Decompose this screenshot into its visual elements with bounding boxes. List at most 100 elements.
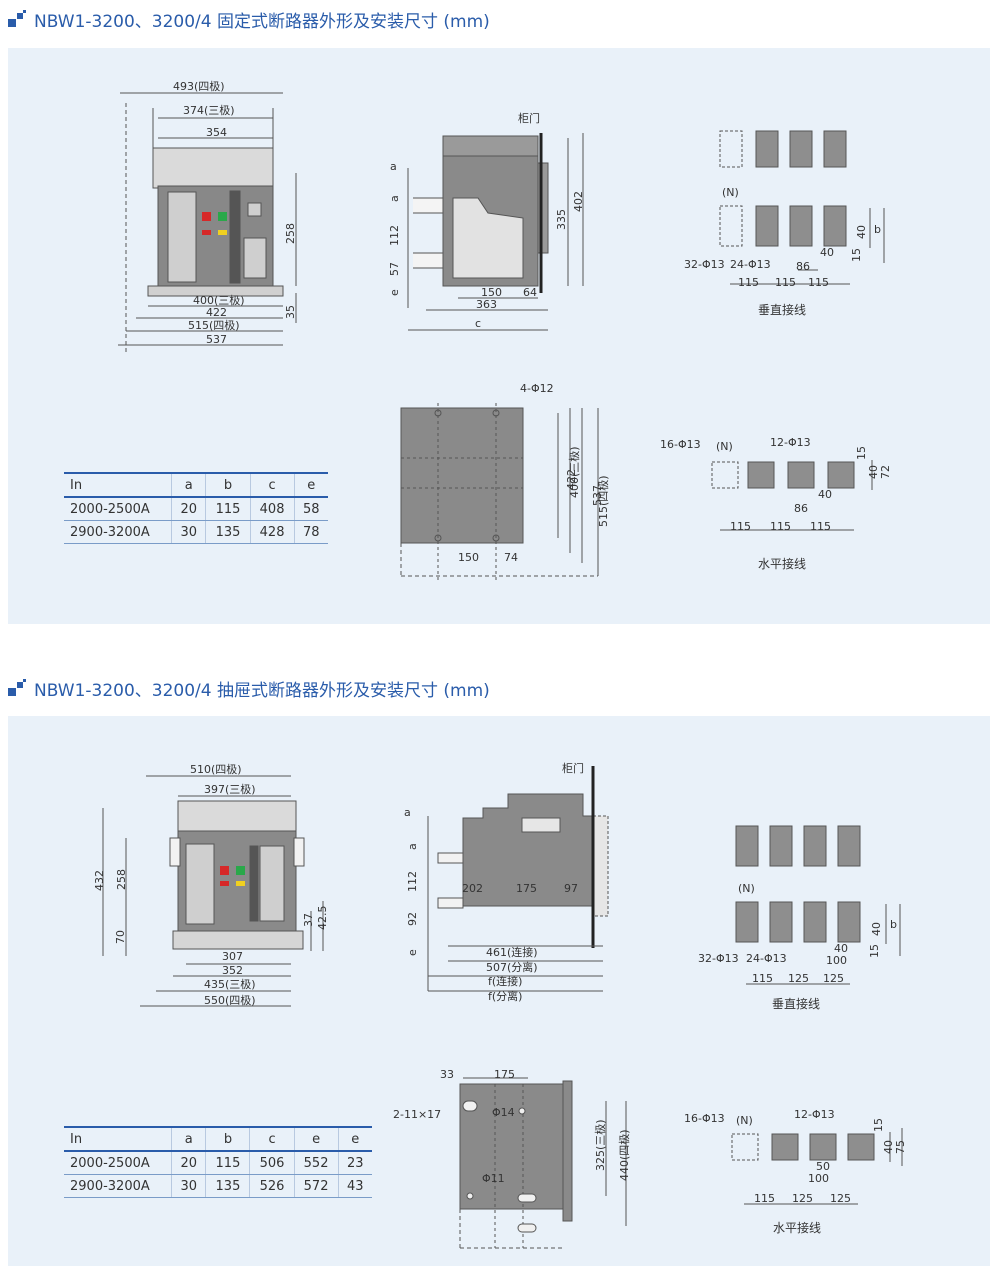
mount-515: 515(四极) xyxy=(596,475,610,527)
dim2-side-e: e xyxy=(406,949,419,956)
dim2-side-507: 507(分离) xyxy=(486,960,538,974)
dim-side-402: 402 xyxy=(572,191,585,212)
dim-front-400: 400(三极) xyxy=(193,293,245,307)
table-header: c xyxy=(249,1126,295,1152)
vw2-24-phi13: 24-Φ13 xyxy=(746,952,787,965)
dim2-front-435: 435(三极) xyxy=(204,977,256,991)
hw2-n-label: (N) xyxy=(736,1114,753,1127)
square-bullet-icon xyxy=(8,679,26,697)
dim2-front-258: 258 xyxy=(115,869,128,890)
mounting-view-drawout xyxy=(459,1077,627,1249)
mount-150: 150 xyxy=(458,551,479,564)
table-row: 2000-2500A 20 115 408 58 xyxy=(64,497,328,521)
vertical-wiring-fixed xyxy=(719,130,885,285)
table-header: b xyxy=(205,1126,250,1152)
dim-side-c: c xyxy=(475,317,481,330)
mount-422: 422 xyxy=(565,469,578,490)
table-cell: 2000-2500A xyxy=(64,1151,172,1175)
dim2-side-97: 97 xyxy=(564,882,578,895)
dim2-front-37: 37 xyxy=(302,913,315,927)
vw-115c: 115 xyxy=(808,276,829,289)
dim2-side-a1: a xyxy=(404,806,411,819)
dim2-front-352: 352 xyxy=(222,964,243,977)
hw-n-label: (N) xyxy=(716,440,733,453)
dim2-side-202: 202 xyxy=(462,882,483,895)
vw-24-phi13: 24-Φ13 xyxy=(730,258,771,271)
table-cell: 2900-3200A xyxy=(64,520,172,544)
vw-40a: 40 xyxy=(855,225,868,239)
dim2-side-175: 175 xyxy=(516,882,537,895)
section2-diagram: 510(四极) 397(三极) 432 258 70 37 42.5 307 3… xyxy=(93,761,907,1249)
dim-front-422: 422 xyxy=(206,306,227,319)
dim2-side-a2: a xyxy=(406,843,419,850)
dim-side-cabinet-door: 柜门 xyxy=(518,111,540,125)
vw2-40a: 40 xyxy=(870,922,883,936)
table-row: 2900-3200A 30 135 428 78 xyxy=(64,520,328,544)
table-cell: 30 xyxy=(170,1174,206,1198)
vw-b: b xyxy=(874,223,881,236)
hw-15: 15 xyxy=(855,446,868,460)
hw2-125a: 125 xyxy=(792,1192,813,1205)
hw2-125b: 125 xyxy=(830,1192,851,1205)
dim-side-e: e xyxy=(388,289,401,296)
vw-86: 86 xyxy=(796,260,810,273)
dim2-front-432: 432 xyxy=(93,870,106,891)
spec-table-fixed: In a b c e 2000-2500A 20 115 408 58 2900… xyxy=(64,472,328,544)
table-cell: 2900-3200A xyxy=(64,1174,172,1198)
mount2-440: 440(四极) xyxy=(617,1129,631,1181)
table-cell: 408 xyxy=(249,497,295,521)
hw2-50: 50 xyxy=(816,1160,830,1173)
vw-40b: 40 xyxy=(820,246,834,259)
hw-40a: 40 xyxy=(867,465,880,479)
table-header: c xyxy=(249,472,295,498)
table-cell: 428 xyxy=(249,520,295,544)
vw-115a: 115 xyxy=(738,276,759,289)
table-header: e xyxy=(337,1126,372,1152)
dim2-side-f-separate: f(分离) xyxy=(488,989,522,1003)
mount2-325: 325(三极) xyxy=(593,1119,607,1171)
hw-115b: 115 xyxy=(770,520,791,533)
dim2-front-510: 510(四极) xyxy=(190,762,242,776)
mount2-175: 175 xyxy=(494,1068,515,1081)
hw-86: 86 xyxy=(794,502,808,515)
section1-panel: 493(四极) 374(三极) 354 258 400(三极) 422 515(… xyxy=(8,48,990,624)
dim-side-150: 150 xyxy=(481,286,502,299)
table-header: In xyxy=(64,1126,172,1152)
dim2-front-550: 550(四极) xyxy=(204,993,256,1007)
dim-side-a2: a xyxy=(388,195,401,202)
vw-caption: 垂直接线 xyxy=(758,302,806,317)
dim-side-57: 57 xyxy=(388,262,401,276)
dim-front-354: 354 xyxy=(206,126,227,139)
table-cell: 135 xyxy=(205,1174,250,1198)
table-header: e xyxy=(293,472,328,498)
section2-title: NBW1-3200、3200/4 抽屉式断路器外形及安装尺寸 (mm) xyxy=(8,675,490,701)
vw2-caption: 垂直接线 xyxy=(772,996,820,1011)
hw2-100: 100 xyxy=(808,1172,829,1185)
vw2-32-phi13: 32-Φ13 xyxy=(698,952,739,965)
vw-15: 15 xyxy=(850,248,863,262)
vw-115b: 115 xyxy=(775,276,796,289)
table-cell: 552 xyxy=(293,1151,339,1175)
dim2-front-397: 397(三极) xyxy=(204,782,256,796)
vw-n-label: (N) xyxy=(722,186,739,199)
dim-front-537: 537 xyxy=(206,333,227,346)
hw-72: 72 xyxy=(879,465,892,479)
mount-74: 74 xyxy=(504,551,518,564)
vw2-40b: 40 xyxy=(834,942,848,955)
dim-front-374: 374(三极) xyxy=(183,103,235,117)
table-cell: 135 xyxy=(205,520,251,544)
dim2-side-461: 461(连接) xyxy=(486,946,538,959)
table-row: 2000-2500A 20 115 506 552 23 xyxy=(64,1151,372,1175)
hw-115c: 115 xyxy=(810,520,831,533)
section2-title-text: NBW1-3200、3200/4 抽屉式断路器外形及安装尺寸 (mm) xyxy=(34,680,490,701)
dim2-front-70: 70 xyxy=(114,930,127,944)
dim2-side-92: 92 xyxy=(406,912,419,926)
dim2-side-f-connect: f(连接) xyxy=(488,975,522,988)
hw-16-phi13: 16-Φ13 xyxy=(660,438,701,451)
vw2-15: 15 xyxy=(868,944,881,958)
table-header: a xyxy=(171,472,206,498)
dim-side-112: 112 xyxy=(388,225,401,246)
front-view-drawout xyxy=(102,775,324,1007)
vw2-n-label: (N) xyxy=(738,882,755,895)
hw2-16-phi13: 16-Φ13 xyxy=(684,1112,725,1125)
